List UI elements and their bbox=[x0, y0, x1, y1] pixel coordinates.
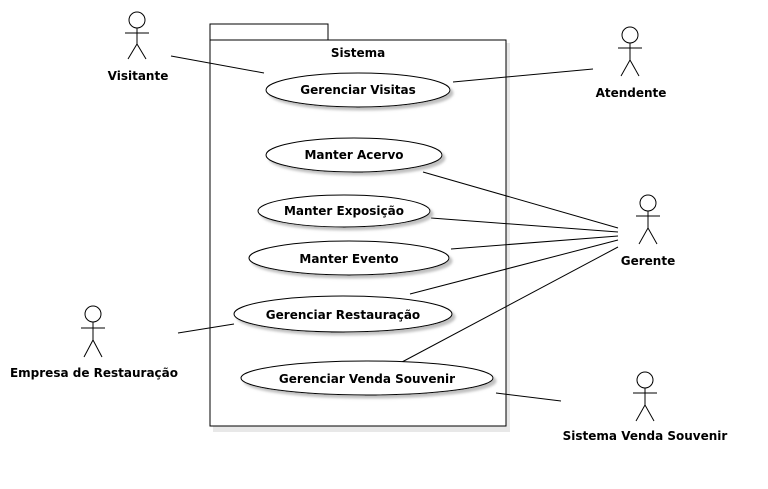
use-case-gerenciar-venda-souvenir[interactable]: Gerenciar Venda Souvenir bbox=[240, 360, 494, 396]
actor-head-icon bbox=[84, 305, 102, 323]
association-atendente-gerenciar-visitas[interactable] bbox=[452, 68, 594, 83]
use-case-gerenciar-restauracao[interactable]: Gerenciar Restauração bbox=[233, 295, 453, 333]
svg-text:Manter Exposição: Manter Exposição bbox=[284, 204, 404, 218]
use-case-gerenciar-visitas[interactable]: Gerenciar Visitas bbox=[265, 72, 451, 108]
association-gerente-manter-exposicao[interactable] bbox=[430, 217, 619, 233]
actor-head-icon bbox=[621, 26, 639, 44]
svg-text:Gerenciar Visitas: Gerenciar Visitas bbox=[300, 83, 415, 97]
actor-label-atendente: Atendente bbox=[596, 86, 667, 100]
actor-label-visitante: Visitante bbox=[108, 69, 169, 83]
actor-atendente[interactable]: Atendente bbox=[596, 26, 667, 100]
association-gerente-manter-evento[interactable] bbox=[450, 235, 619, 250]
association-empresa-gerenciar-restauracao[interactable] bbox=[177, 323, 235, 334]
association-gerente-gerenciar-restauracao[interactable] bbox=[409, 239, 619, 295]
association-gerente-manter-acervo[interactable] bbox=[422, 171, 619, 229]
svg-text:Manter Acervo: Manter Acervo bbox=[304, 148, 403, 162]
actor-sistema-venda-souvenir[interactable]: Sistema Venda Souvenir bbox=[563, 371, 728, 443]
use-case-manter-exposicao[interactable]: Manter Exposição bbox=[257, 194, 431, 228]
actor-head-icon bbox=[128, 11, 146, 29]
use-case-manter-acervo[interactable]: Manter Acervo bbox=[265, 137, 443, 173]
actor-label-empresa-restauracao: Empresa de Restauração bbox=[10, 366, 178, 380]
use-case-manter-evento[interactable]: Manter Evento bbox=[248, 240, 450, 276]
actor-label-sistema-venda-souvenir: Sistema Venda Souvenir bbox=[563, 429, 728, 443]
actor-head-icon bbox=[639, 194, 657, 212]
actor-gerente[interactable]: Gerente bbox=[621, 194, 675, 268]
association-visitante-gerenciar-visitas[interactable] bbox=[170, 55, 265, 74]
association-sistema-venda-souvenir[interactable] bbox=[495, 392, 562, 402]
svg-text:Gerenciar Venda Souvenir: Gerenciar Venda Souvenir bbox=[279, 372, 455, 386]
association-gerente-gerenciar-venda-souvenir[interactable] bbox=[401, 246, 619, 363]
system-title: Sistema bbox=[331, 46, 385, 60]
associations bbox=[170, 55, 619, 402]
actor-label-gerente: Gerente bbox=[621, 254, 675, 268]
actor-head-icon bbox=[636, 371, 654, 389]
actor-visitante[interactable]: Visitante bbox=[108, 11, 169, 83]
svg-text:Manter Evento: Manter Evento bbox=[299, 252, 398, 266]
actor-empresa-restauracao[interactable]: Empresa de Restauração bbox=[10, 305, 178, 380]
svg-text:Gerenciar Restauração: Gerenciar Restauração bbox=[266, 308, 420, 322]
